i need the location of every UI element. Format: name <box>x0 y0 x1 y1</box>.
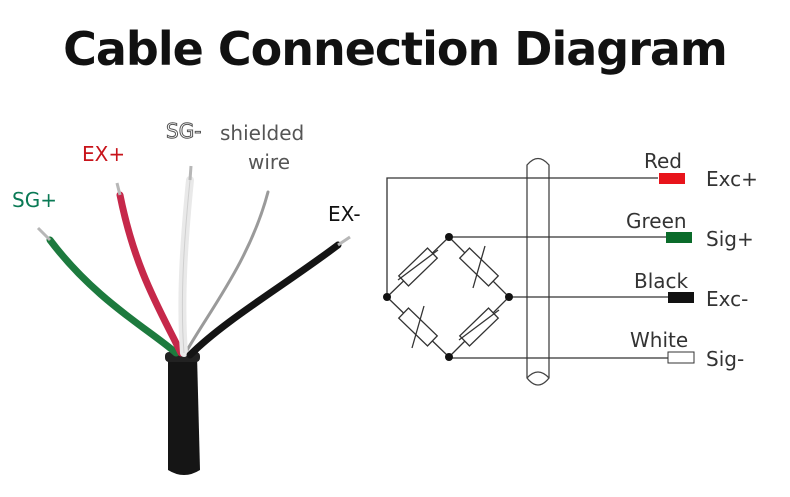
node-bottom <box>445 353 453 361</box>
black-wire <box>186 241 342 359</box>
white-wire-outline <box>181 179 191 354</box>
label-sg-plus: SG+ <box>12 188 57 212</box>
label-ex-minus: EX- <box>328 202 361 226</box>
wire-color-black: Black <box>634 269 689 293</box>
green-wire-tip <box>36 226 52 242</box>
black-wire-tip <box>337 235 351 247</box>
page-title: Cable Connection Diagram <box>63 22 728 76</box>
red-wire-tip <box>115 182 122 196</box>
terminal-black <box>668 292 694 303</box>
signal-sig-plus: Sig+ <box>706 227 754 251</box>
label-sg-minus: SG- <box>166 119 201 143</box>
wire-color-white: White <box>630 328 688 352</box>
node-right <box>505 293 513 301</box>
resistor-bottom-left <box>397 305 439 349</box>
wire-line-exc-plus <box>386 177 658 297</box>
node-top <box>445 233 453 241</box>
label-ex-plus: EX+ <box>82 142 125 166</box>
terminal-green <box>666 232 692 243</box>
wire-color-green: Green <box>626 209 687 233</box>
wire-line-sig-minus <box>448 357 668 359</box>
shield-cylinder <box>526 157 550 386</box>
label-shielded: shielded <box>220 121 304 145</box>
signal-exc-minus: Exc- <box>706 287 748 311</box>
resistor-top-left <box>397 247 439 287</box>
terminal-red <box>659 173 685 184</box>
white-wire-tip <box>188 165 193 181</box>
signal-exc-plus: Exc+ <box>706 167 758 191</box>
label-wire: wire <box>248 150 290 174</box>
shield-cylinder-seam <box>526 371 550 379</box>
node-left <box>383 293 391 301</box>
resistor-bottom-right <box>458 307 500 347</box>
signal-sig-minus: Sig- <box>706 347 744 371</box>
terminal-white <box>667 351 695 364</box>
resistor-top-right <box>458 245 500 289</box>
cable-jacket <box>168 355 200 475</box>
schematic <box>383 157 668 386</box>
wire-color-red: Red <box>644 149 682 173</box>
red-wire <box>116 191 185 357</box>
shield-drain-wire <box>184 190 270 354</box>
cable-illustration <box>36 165 351 475</box>
green-wire <box>46 236 180 357</box>
